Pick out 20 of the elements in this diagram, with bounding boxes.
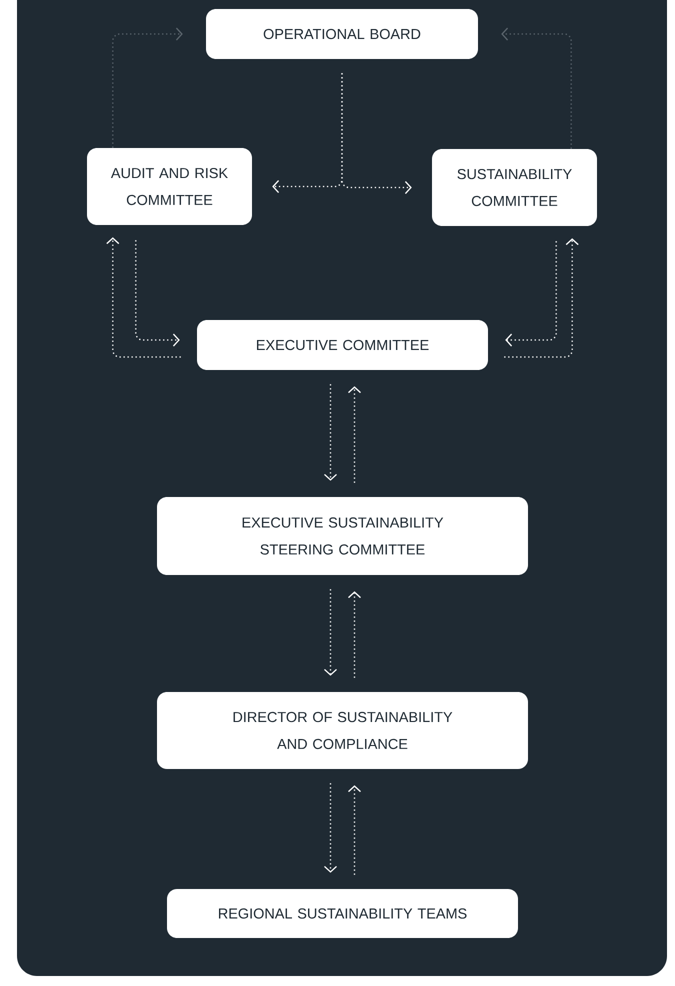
arrow — [504, 238, 579, 358]
committee-box: DIRECTOR OF SUSTAINABILITY AND COMPLIANCE — [157, 692, 528, 769]
arrow — [106, 237, 181, 358]
arrow — [324, 589, 337, 676]
arrow — [505, 241, 557, 346]
committee-box: EXECUTIVE COMMITTEE — [197, 320, 488, 370]
arrow — [348, 386, 361, 483]
committee-box: REGIONAL SUSTAINABILITY TEAMS — [167, 889, 518, 938]
committee-box: SUSTAINABILITY COMMITTEE — [432, 149, 597, 226]
arrow — [348, 591, 361, 678]
arrow — [501, 28, 572, 149]
arrow — [324, 384, 337, 481]
arrow — [348, 785, 361, 875]
committee-box: EXECUTIVE SUSTAINABILITY STEERING COMMITTEE — [157, 497, 528, 575]
arrow — [341, 73, 412, 194]
arrow — [112, 28, 183, 148]
committee-box: AUDIT AND RISK COMMITTEE — [87, 148, 252, 225]
arrow — [135, 240, 180, 346]
committee-box: OPERATIONAL BOARD — [206, 9, 478, 59]
arrow — [324, 783, 337, 873]
